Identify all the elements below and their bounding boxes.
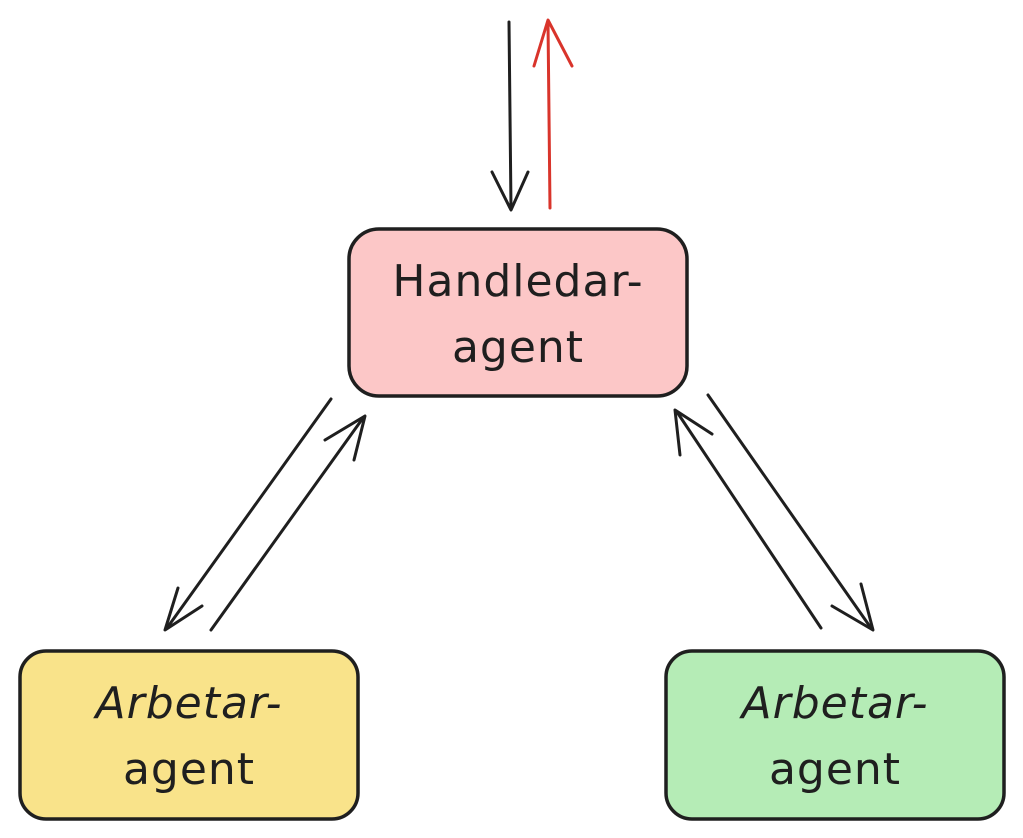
worker-right-label-line2: agent: [769, 744, 901, 795]
worker-left-box: [18, 649, 360, 821]
supervisor-label-line2: agent: [452, 322, 584, 373]
worker-left-node: Arbetar- agent: [18, 649, 360, 821]
left-return-arrow: [209, 414, 367, 632]
right-return-arrow: [673, 408, 823, 630]
worker-left-label-line2: agent: [123, 744, 255, 795]
worker-right-box: [664, 649, 1006, 821]
worker-right-label-line1: Arbetar-: [739, 678, 929, 729]
input-arrow: [490, 20, 530, 212]
supervisor-label-line1: Handledar-: [392, 256, 643, 307]
left-delegate-arrow: [163, 397, 333, 632]
worker-right-node: Arbetar- agent: [664, 649, 1006, 821]
worker-left-label-line1: Arbetar-: [93, 678, 283, 729]
supervisor-box: [347, 227, 689, 398]
output-arrow: [532, 18, 574, 210]
right-delegate-arrow: [706, 393, 875, 632]
supervisor-node: Handledar- agent: [347, 227, 689, 398]
